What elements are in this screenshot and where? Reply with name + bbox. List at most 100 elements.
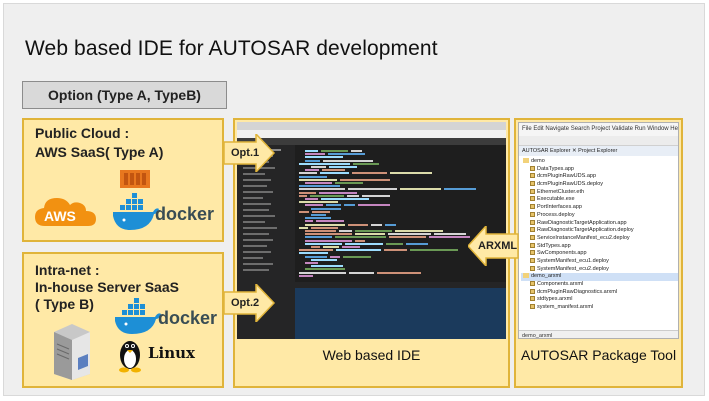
code-line	[305, 223, 345, 226]
code-line	[299, 249, 333, 252]
code-line	[352, 172, 387, 175]
tree-file[interactable]: ServiceInstanceManifest_ecu2.deploy	[521, 235, 678, 243]
file-icon	[530, 188, 535, 194]
tree-file[interactable]: RawDiagnosticTargetApplication.deploy	[521, 227, 678, 235]
arxml-label: ARXML	[478, 240, 518, 252]
code-line	[326, 204, 341, 207]
tree-item-label: dcmPluginRawUDS.app	[537, 173, 596, 180]
web-ide-caption: Web based IDE	[322, 347, 421, 363]
code-line	[299, 188, 345, 191]
file-icon	[530, 242, 535, 248]
tree-file[interactable]: SwComponents.app	[521, 250, 678, 258]
code-line	[305, 255, 327, 258]
code-line	[299, 185, 340, 188]
tree-file[interactable]: RawDiagnosticTargetApplication.app	[521, 220, 678, 228]
code-line	[349, 271, 374, 274]
code-line	[389, 236, 426, 239]
intranet-title: Intra-net :	[35, 262, 100, 278]
tree-item-label: DataTypes.app	[537, 165, 574, 172]
tree-file[interactable]: dcmPluginRawUDS.app	[521, 173, 678, 181]
code-line	[355, 239, 365, 242]
tree-file[interactable]: dcmPluginRawDiagnostics.arxml	[521, 289, 678, 297]
code-line	[310, 194, 344, 197]
tree-file[interactable]: EthernetCluster.eth	[521, 189, 678, 197]
tree-file[interactable]: DataTypes.app	[521, 166, 678, 174]
code-line	[311, 207, 341, 210]
code-line	[330, 255, 340, 258]
aws-label: AWS	[44, 208, 76, 224]
autosar-tool-screenshot: File Edit Navigate Search Project Valida…	[518, 122, 679, 339]
ide-terminal-panel	[295, 282, 506, 339]
opt2-label: Opt.2	[231, 297, 260, 309]
code-line	[305, 236, 332, 239]
tree-file[interactable]: SystemManifest_ecu1.deploy	[521, 258, 678, 266]
autosar-tool-caption: AUTOSAR Package Tool	[520, 347, 677, 363]
code-line	[348, 223, 368, 226]
code-line	[351, 150, 362, 152]
tree-file[interactable]: dcmPluginRawUDS.deploy	[521, 181, 678, 189]
aws-service-icon	[120, 170, 150, 188]
tree-item-label: demo	[531, 158, 545, 164]
tree-file[interactable]: StdTypes.app	[521, 243, 678, 251]
tree-item-label: Process.deploy	[537, 211, 575, 218]
code-line	[388, 233, 431, 236]
code-line	[386, 242, 403, 245]
file-icon	[530, 165, 535, 171]
tree-item-label: RawDiagnosticTargetApplication.app	[537, 219, 627, 226]
code-line	[305, 262, 318, 264]
tree-item-label: PortInterfaces.app	[537, 204, 582, 211]
code-line	[311, 166, 326, 168]
file-icon	[530, 257, 535, 263]
tree-file[interactable]: system_manifest.arxml	[521, 304, 678, 312]
code-line	[429, 236, 470, 239]
tree-file[interactable]: stdtypes.arxml	[521, 296, 678, 304]
file-icon	[530, 204, 535, 210]
tree-item-label: Components.arxml	[537, 281, 584, 287]
code-line	[434, 233, 466, 236]
code-line	[335, 182, 363, 184]
code-line	[358, 204, 390, 207]
code-line	[316, 220, 344, 223]
tree-file[interactable]: Components.arxml	[521, 281, 678, 289]
public-cloud-subtitle: AWS SaaS( Type A)	[35, 144, 164, 160]
file-icon	[530, 304, 535, 310]
tree-item-label: SystemManifest_ecu2.deploy	[537, 265, 609, 272]
tree-file[interactable]: Executable.exe	[521, 196, 678, 204]
tree-file[interactable]: Process.deploy	[521, 212, 678, 220]
tree-item-label: EthernetCluster.eth	[537, 188, 585, 195]
code-line	[329, 166, 357, 168]
docker-whale-icon-2	[115, 298, 161, 334]
tool-status-bar: demo_arxml	[519, 330, 678, 338]
tree-folder[interactable]: demo_arxml	[521, 273, 678, 281]
tool-explorer-tabs: AUTOSAR Explorer ✕ Project Explorer	[519, 146, 678, 156]
code-line	[305, 217, 331, 220]
code-line	[345, 242, 383, 245]
code-line	[305, 150, 318, 152]
file-icon	[530, 265, 535, 271]
ide-browser-urlbar	[237, 130, 506, 138]
code-line	[328, 153, 365, 156]
code-line	[305, 169, 319, 172]
tree-item-label: dcmPluginRawDiagnostics.arxml	[537, 288, 618, 295]
code-line	[311, 214, 326, 216]
tree-file[interactable]: SystemManifest_ecu2.deploy	[521, 266, 678, 274]
code-line	[319, 191, 357, 194]
tree-item-label: SystemManifest_ecu1.deploy	[537, 257, 609, 264]
code-line	[362, 194, 390, 197]
file-icon	[530, 181, 535, 187]
code-line	[305, 242, 342, 245]
file-icon	[530, 219, 535, 225]
tree-item-label: Executable.exe	[537, 196, 575, 203]
ide-browser-tabbar	[237, 122, 506, 130]
opt1-arrow	[224, 134, 276, 172]
tree-file[interactable]: PortInterfaces.app	[521, 204, 678, 212]
code-line	[311, 265, 343, 268]
tree-folder[interactable]: demo	[521, 158, 678, 166]
tree-item-label: demo_arxml	[531, 273, 562, 280]
public-cloud-title: Public Cloud :	[35, 125, 130, 141]
code-line	[299, 201, 338, 204]
code-line	[353, 162, 379, 165]
tree-item-label: SwComponents.app	[537, 250, 587, 257]
code-line	[312, 210, 330, 213]
